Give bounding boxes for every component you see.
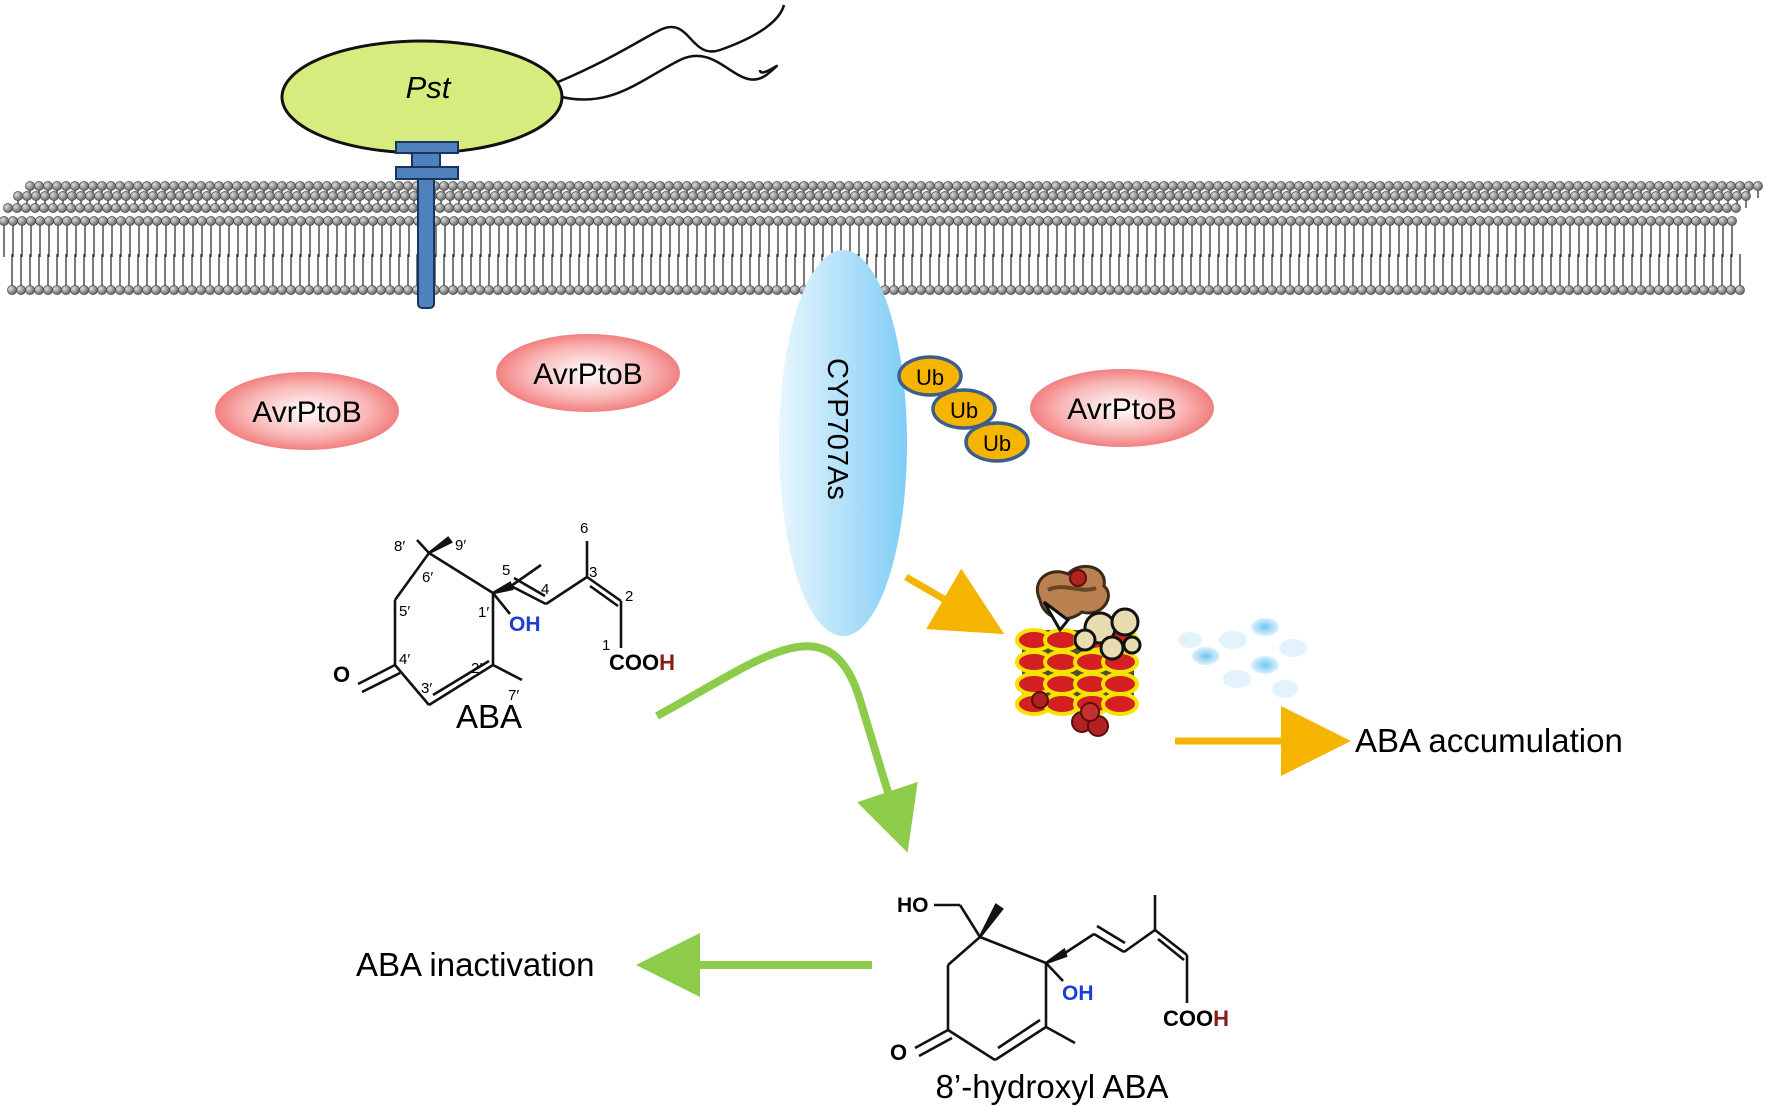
aba-accumulation-label: ABA accumulation [1355, 722, 1623, 759]
arrow-aba-to-hydroxy [655, 642, 918, 853]
proteasome-icon [1015, 564, 1142, 737]
aba-name-label: ABA [456, 698, 522, 735]
aba-num-2: 2 [625, 588, 633, 605]
aba-num-3: 3 [589, 564, 597, 581]
aba-o-label: O [333, 662, 350, 687]
ubiquitin-chain: Ub Ub Ub [897, 355, 1030, 463]
aba-num-6p: 6′ [422, 569, 433, 586]
ub-label-1: Ub [916, 365, 944, 390]
hydroxy-aba-name-label: 8’-hydroxyl ABA [936, 1068, 1169, 1105]
secretion-neck [411, 152, 441, 168]
cyp707as-ellipse [779, 250, 907, 636]
ub-label-3: Ub [983, 431, 1011, 456]
pst-bacterium: Pst [280, 4, 786, 155]
avrptob-effector-3: AvrPtoB [1030, 369, 1214, 447]
aba-num-3p: 3′ [421, 680, 432, 697]
hydroxy-aba-structure [914, 895, 1189, 1062]
ubiquitin-tag-1: Ub [897, 355, 963, 397]
avrptob-effector-1: AvrPtoB [215, 372, 399, 450]
hydroxy-aba-ho-label: HO [897, 894, 929, 917]
ub-label-2: Ub [950, 398, 978, 423]
secretion-lower-bar [395, 166, 459, 180]
secretion-system [395, 141, 459, 309]
aba-num-5p: 5′ [399, 603, 410, 620]
cyp707as-protein: CYP707As [779, 250, 907, 636]
avrptob-label-2: AvrPtoB [533, 358, 643, 391]
aba-structure [357, 536, 623, 707]
aba-labels: 8′ 9′ 6 5 4 3 2 1 6′ 5′ 1′ 4′ 3′ 2′ 7′ O… [333, 520, 675, 735]
flagellum-2 [557, 54, 779, 101]
aba-cooh-label: COOH [609, 650, 675, 675]
aba-num-5: 5 [502, 562, 510, 579]
hydroxy-aba-labels: HO OH O COOH 8’-hydroxyl ABA [890, 894, 1229, 1105]
aba-num-6: 6 [580, 520, 588, 537]
avrptob-label-1: AvrPtoB [252, 396, 362, 429]
degraded-fragments [1178, 618, 1307, 698]
ubiquitin-tag-2: Ub [931, 388, 997, 430]
aba-num-1p: 1′ [478, 604, 489, 621]
flagellum-1 [557, 4, 786, 84]
aba-num-4p: 4′ [399, 651, 410, 668]
aba-num-7p: 7′ [508, 687, 519, 704]
aba-num-2p: 2′ [471, 660, 482, 677]
plasma-membrane [0, 181, 1763, 295]
aba-num-9p: 9′ [455, 537, 466, 554]
pst-label: Pst [406, 70, 452, 105]
aba-num-1: 1 [602, 637, 610, 654]
cyp707as-label: CYP707As [821, 358, 853, 500]
aba-num-4: 4 [541, 581, 549, 598]
hydroxy-aba-oh-label: OH [1062, 982, 1094, 1005]
hydroxy-aba-cooh-label: COOH [1163, 1006, 1229, 1031]
avrptob-label-3: AvrPtoB [1067, 393, 1177, 426]
ubiquitin-tag-3: Ub [964, 421, 1030, 463]
aba-num-8p: 8′ [394, 538, 405, 555]
aba-oh-label: OH [509, 613, 541, 636]
aba-inactivation-label: ABA inactivation [356, 946, 594, 983]
arrow-to-proteasome [904, 568, 1005, 635]
hydroxy-aba-o-label: O [890, 1040, 907, 1065]
secretion-top-bar [395, 141, 459, 154]
avrptob-effector-2: AvrPtoB [496, 334, 680, 412]
